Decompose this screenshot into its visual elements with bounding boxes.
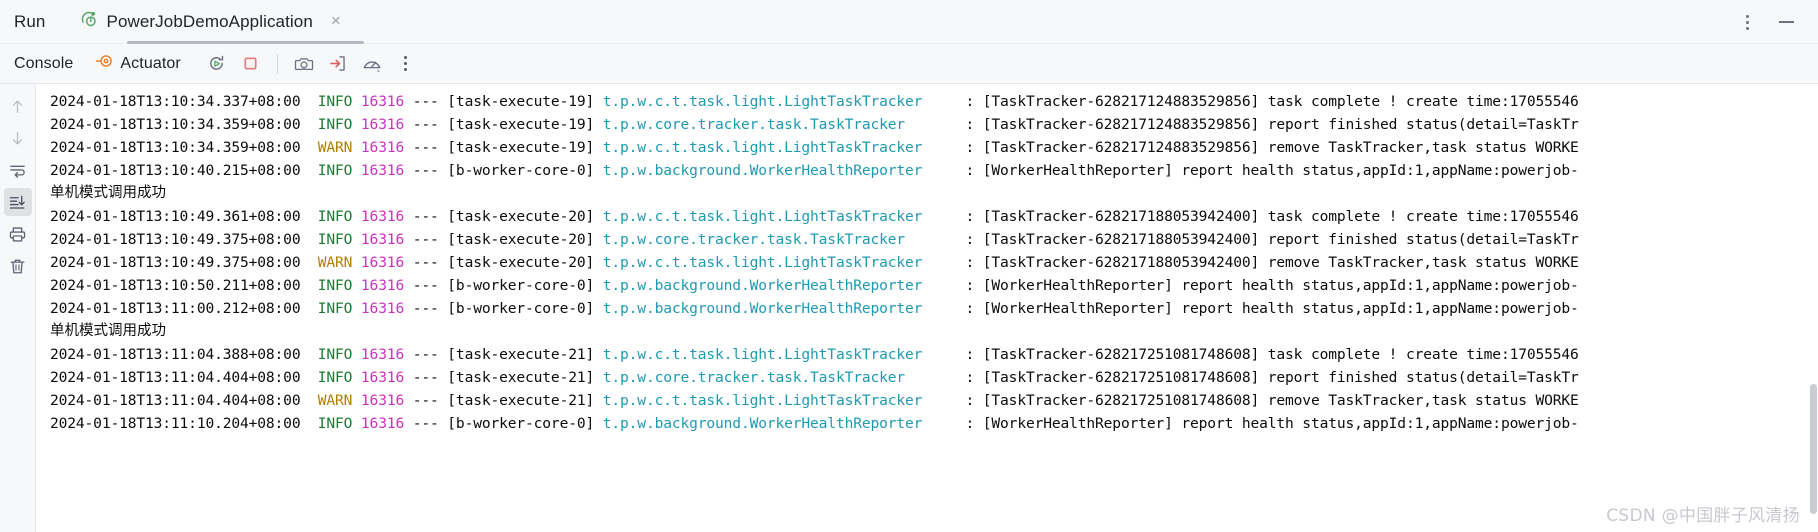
camera-icon[interactable] bbox=[290, 50, 318, 78]
scroll-down-icon[interactable] bbox=[4, 124, 32, 152]
log-line: 2024-01-18T13:11:04.404+08:00 WARN 16316… bbox=[50, 392, 1579, 409]
log-line: 2024-01-18T13:11:00.212+08:00 INFO 16316… bbox=[50, 300, 1579, 317]
tab-actuator-label: Actuator bbox=[120, 54, 181, 72]
actuator-icon bbox=[95, 52, 113, 75]
run-toolbar-right-controls bbox=[1740, 0, 1810, 44]
console-vertical-scrollbar[interactable] bbox=[1809, 84, 1818, 532]
log-line: 2024-01-18T13:10:34.359+08:00 WARN 16316… bbox=[50, 139, 1579, 156]
tab-actuator[interactable]: Actuator bbox=[87, 52, 194, 75]
toolbar-separator bbox=[276, 53, 278, 74]
more-options-icon[interactable] bbox=[1740, 9, 1755, 36]
log-line: 2024-01-18T13:10:40.215+08:00 INFO 16316… bbox=[50, 162, 1579, 179]
scroll-up-icon[interactable] bbox=[4, 92, 32, 120]
log-line: 2024-01-18T13:10:49.361+08:00 INFO 16316… bbox=[50, 208, 1579, 225]
log-line: 2024-01-18T13:10:49.375+08:00 WARN 16316… bbox=[50, 254, 1579, 271]
close-icon[interactable]: × bbox=[330, 11, 341, 30]
spring-boot-icon bbox=[80, 10, 99, 34]
log-line: 2024-01-18T13:10:34.359+08:00 INFO 16316… bbox=[50, 116, 1579, 133]
log-line: 2024-01-18T13:11:04.388+08:00 INFO 16316… bbox=[50, 346, 1579, 363]
tab-powerjobdemoapplication[interactable]: PowerJobDemoApplication × bbox=[62, 0, 364, 44]
stop-icon[interactable] bbox=[237, 50, 265, 78]
gauge-icon[interactable] bbox=[358, 50, 386, 78]
more-dots-icon[interactable] bbox=[392, 50, 420, 78]
console-action-icons bbox=[203, 50, 420, 78]
import-icon[interactable] bbox=[324, 50, 352, 78]
log-line: 2024-01-18T13:11:10.204+08:00 INFO 16316… bbox=[50, 415, 1579, 432]
scroll-to-end-icon[interactable] bbox=[3, 188, 32, 216]
log-line-list: 2024-01-18T13:10:34.337+08:00 INFO 16316… bbox=[50, 90, 1818, 435]
log-line: 2024-01-18T13:10:34.337+08:00 INFO 16316… bbox=[50, 93, 1579, 110]
log-line: 2024-01-18T13:11:04.404+08:00 INFO 16316… bbox=[50, 369, 1579, 386]
log-line: 2024-01-18T13:10:50.211+08:00 INFO 16316… bbox=[50, 277, 1579, 294]
minimize-icon[interactable] bbox=[1779, 21, 1794, 23]
console-output[interactable]: 2024-01-18T13:10:34.337+08:00 INFO 16316… bbox=[36, 84, 1818, 532]
trash-icon[interactable] bbox=[4, 252, 32, 280]
console-toolbar: Console Actuator bbox=[0, 44, 1818, 84]
tab-title: PowerJobDemoApplication bbox=[106, 11, 313, 31]
rerun-icon[interactable] bbox=[203, 50, 231, 78]
print-icon[interactable] bbox=[4, 220, 32, 248]
tab-active-underline bbox=[126, 40, 364, 44]
soft-wrap-icon[interactable] bbox=[4, 156, 32, 184]
scrollbar-thumb[interactable] bbox=[1810, 384, 1817, 514]
console-panel: 2024-01-18T13:10:34.337+08:00 INFO 16316… bbox=[0, 84, 1818, 532]
log-line-plain: 单机模式调用成功 bbox=[50, 185, 166, 201]
run-toolbar: Run PowerJobDemoApplication × bbox=[0, 0, 1818, 44]
log-line-plain: 单机模式调用成功 bbox=[50, 323, 166, 339]
log-line: 2024-01-18T13:10:49.375+08:00 INFO 16316… bbox=[50, 231, 1579, 248]
tab-console[interactable]: Console bbox=[14, 54, 74, 72]
run-tool-window-label: Run bbox=[14, 11, 46, 31]
console-gutter bbox=[0, 84, 36, 532]
